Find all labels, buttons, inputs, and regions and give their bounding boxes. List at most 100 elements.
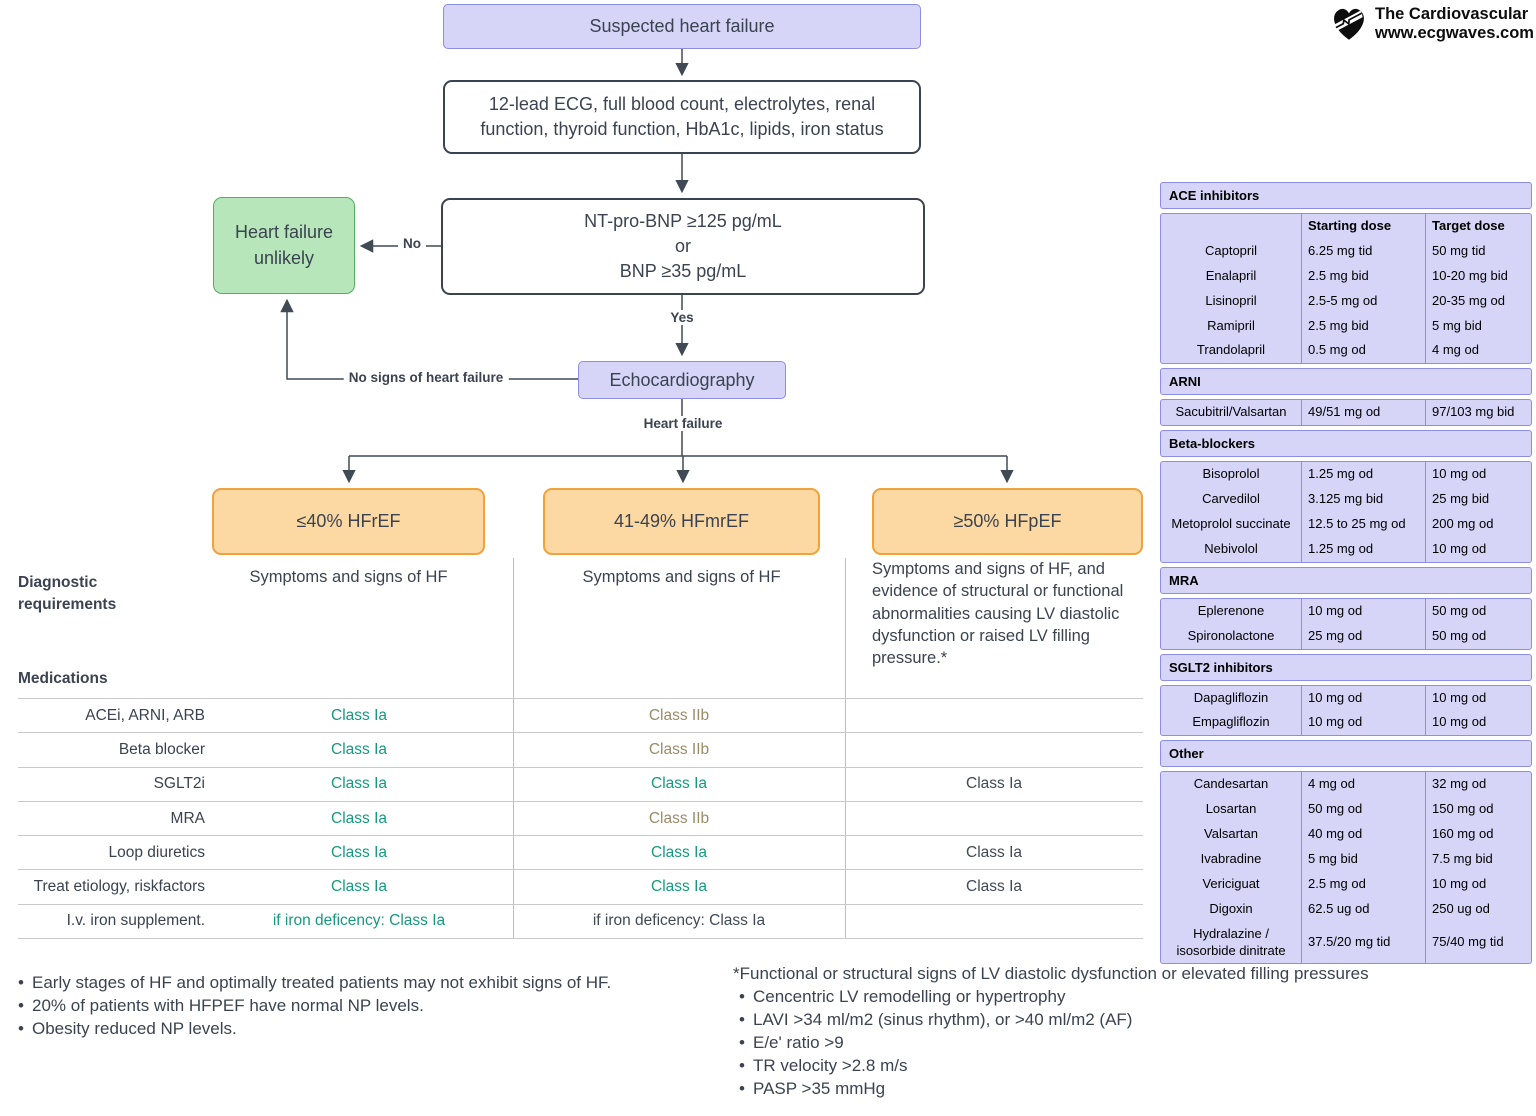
medication-row-label: I.v. iron supplement. xyxy=(66,912,205,930)
dose-cell-start: 10 mg od xyxy=(1301,685,1425,711)
footnotes-left: • Early stages of HF and optimally treate… xyxy=(18,972,718,1041)
dose-section-header: ARNI xyxy=(1160,368,1532,396)
medication-class-cell: Class Ia xyxy=(651,775,707,793)
dose-cell-target: 97/103 mg bid xyxy=(1425,400,1531,426)
node-hfref: ≤40% HFrEF xyxy=(212,488,485,555)
dose-cell-start: 10 mg od xyxy=(1301,710,1425,736)
dose-cell-target: 160 mg od xyxy=(1425,822,1531,848)
footnote-item: •Cencentric LV remodelling or hypertroph… xyxy=(739,986,1493,1009)
dose-header-blank xyxy=(1161,222,1301,230)
medication-class-cell: Class IIb xyxy=(648,740,710,758)
medication-class-cell: if iron deficency: Class Ia xyxy=(272,912,446,930)
dose-cell-name: Trandolapril xyxy=(1196,342,1266,358)
dose-cell-name: Losartan xyxy=(1205,801,1257,817)
dose-section-header: SGLT2 inhibitors xyxy=(1160,653,1532,681)
medication-class-cell: Class Ia xyxy=(331,809,387,827)
footnote-text: Early stages of HF and optimally treated… xyxy=(32,973,612,992)
medication-row-label: Beta blocker xyxy=(118,740,205,758)
medication-class-cell: Class Ia xyxy=(651,878,707,896)
footnote-text: LAVI >34 ml/m2 (sinus rhythm), or >40 ml… xyxy=(753,1009,1133,1029)
bullet-icon: • xyxy=(739,1009,745,1029)
dose-cell-target: 32 mg od xyxy=(1425,772,1531,798)
dose-cell-name: Ramipril xyxy=(1207,317,1255,333)
medication-row-label: Treat etiology, riskfactors xyxy=(33,878,205,896)
dose-cell-target: 5 mg bid xyxy=(1425,313,1531,339)
medication-class-cell: Class Ia xyxy=(331,740,387,758)
bullet-icon: • xyxy=(18,973,24,992)
dose-cell-start: 62.5 ug od xyxy=(1301,896,1425,922)
dose-cell-start: 2.5-5 mg od xyxy=(1301,288,1425,314)
dose-cell-start: 4 mg od xyxy=(1301,772,1425,798)
node-hfmref: 41-49% HFmrEF xyxy=(543,488,820,555)
column-divider xyxy=(845,558,846,938)
diagnostic-hfmref: Symptoms and signs of HF xyxy=(582,568,781,586)
footnote-item: •TR velocity >2.8 m/s xyxy=(739,1055,1493,1078)
dose-cell-target: 10 mg od xyxy=(1425,871,1531,897)
dose-cell-start: 12.5 to 25 mg od xyxy=(1301,512,1425,537)
footnote-text: Obesity reduced NP levels. xyxy=(32,1018,237,1038)
dose-cell-start: 2.5 mg od xyxy=(1301,871,1425,897)
dose-cell-name: Lisinopril xyxy=(1205,292,1257,308)
dose-section-header: Other xyxy=(1160,740,1532,768)
dose-cell-target: 25 mg bid xyxy=(1425,487,1531,513)
dose-cell-name: Bisoprolol xyxy=(1202,466,1260,482)
footnote-item: •Obesity reduced NP levels. xyxy=(18,1018,718,1041)
bullet-icon: • xyxy=(18,995,24,1015)
dose-cell-target: 4 mg od xyxy=(1425,338,1531,364)
bnp-line-3: BNP ≥35 pg/mL xyxy=(619,261,747,282)
bnp-line-1: NT-pro-BNP ≥125 pg/mL xyxy=(584,210,782,231)
dose-cell-start: 1.25 mg od xyxy=(1301,462,1425,488)
dose-cell-name: Hydralazine / isosorbide dinitrate xyxy=(1176,925,1286,958)
dose-cell-start: 40 mg od xyxy=(1301,822,1425,848)
dose-cell-start: 10 mg od xyxy=(1301,598,1425,624)
node-heart-failure-unlikely: Heart failure unlikely xyxy=(213,197,355,294)
bullet-icon: • xyxy=(739,1055,745,1075)
dose-cell-target: 200 mg od xyxy=(1425,512,1531,537)
medication-class-cell: Class Ia xyxy=(331,706,387,724)
dose-cell-name: Valsartan xyxy=(1204,826,1258,842)
medication-row-label: ACEi, ARNI, ARB xyxy=(85,706,205,724)
logo-title: The Cardiovascular xyxy=(1375,5,1529,23)
diagnostic-requirements-label: Diagnostic requirements xyxy=(18,574,117,613)
dose-cell-target: 20-35 mg od xyxy=(1425,288,1531,314)
medication-class-matrix: ACEi, ARNI, ARB Class Ia Class IIb Beta blo… xyxy=(18,698,1143,940)
dose-cell-target: 50 mg od xyxy=(1425,623,1531,649)
logo-url: www.ecgwaves.com xyxy=(1375,24,1534,43)
node-bnp-criteria: NT-pro-BNP ≥125 pg/mL or BNP ≥35 pg/mL xyxy=(441,198,925,295)
footnote-text: 20% of patients with HFPEF have normal N… xyxy=(32,995,424,1015)
column-divider xyxy=(513,558,514,938)
medication-class-cell: Class Ia xyxy=(966,878,1022,896)
dose-cell-start: 2.5 mg bid xyxy=(1301,313,1425,339)
diagnostic-hfref: Symptoms and signs of HF xyxy=(249,568,448,586)
dose-cell-start: 37.5/20 mg tid xyxy=(1301,921,1425,964)
dose-section-header: Beta-blockers xyxy=(1160,430,1532,458)
edge-label-no-signs: No signs of heart failure xyxy=(343,370,509,385)
footnote-item: • Early stages of HF and optimally treate… xyxy=(18,972,718,995)
dose-cell-target: 10 mg od xyxy=(1425,710,1531,736)
dose-cell-start: 6.25 mg tid xyxy=(1301,238,1425,264)
diagnostic-hfpef: Symptoms and signs of HF, and evidence o… xyxy=(872,560,1124,668)
footnotes-right-list: • Cencentric LV remodelling or hypertroph… xyxy=(739,986,1493,1101)
edge-label-no: No xyxy=(398,236,426,251)
dose-cell-name: Candesartan xyxy=(1193,776,1269,792)
footnote-item: •E/e' ratio >9 xyxy=(739,1032,1493,1055)
footnote-text: Cencentric LV remodelling or hypertrophy xyxy=(753,986,1066,1006)
dose-cell-name: Dapagliflozin xyxy=(1193,689,1269,705)
